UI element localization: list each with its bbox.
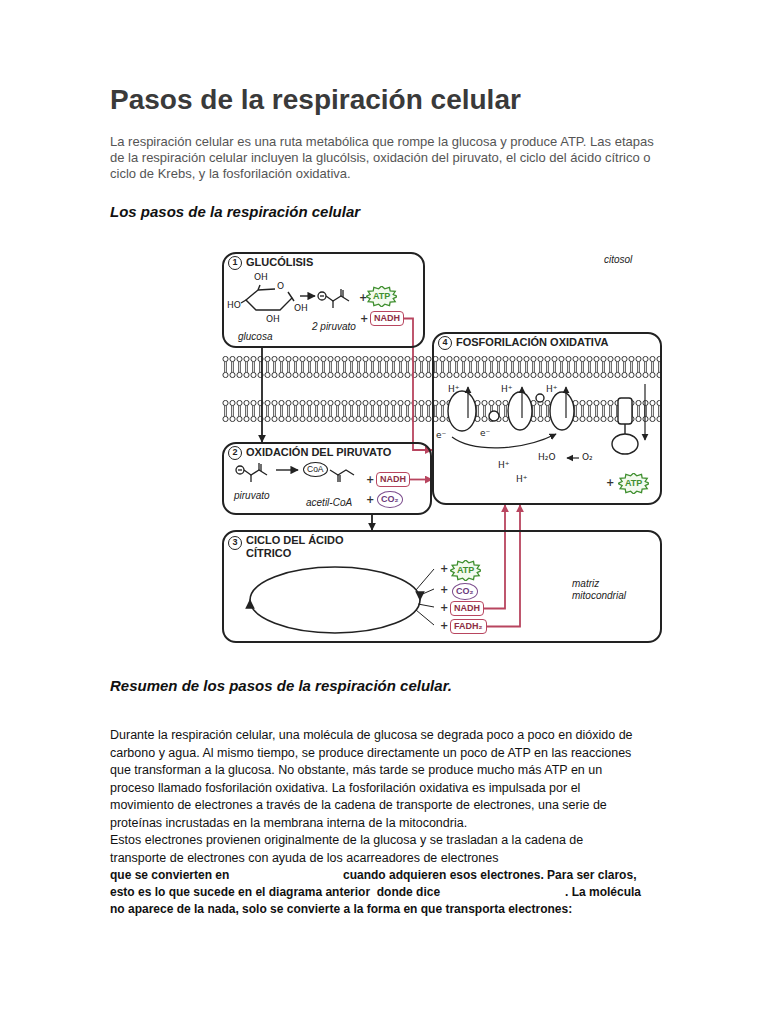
molecule-label: e⁻ <box>480 428 490 439</box>
atp-star: ATP <box>366 286 397 307</box>
callout-number: 2 <box>228 446 242 460</box>
region-label: citosol <box>604 254 632 266</box>
nadh-carrier: NADH <box>370 311 404 326</box>
callout-number: 1 <box>228 256 242 270</box>
callout-number: 3 <box>228 536 242 550</box>
plus-sign: + <box>440 602 448 613</box>
reaction-arrow <box>300 295 315 296</box>
carrier-label: ATP <box>373 291 390 302</box>
atom-label: O <box>277 281 284 292</box>
body-paragraph: Durante la respiración celular, una molé… <box>110 727 635 832</box>
co2-circle: CO₂ <box>377 491 403 508</box>
molecule-label: e⁻ <box>436 430 446 441</box>
electron-transport-chain <box>448 391 574 431</box>
nadh-flow-arrow <box>484 505 505 609</box>
plus-sign: + <box>440 620 448 631</box>
molecule-label: H⁺ <box>501 384 513 395</box>
body-line: que se convierten en <box>110 867 229 884</box>
intro-paragraph: La respiración celular es una ruta metab… <box>110 134 670 182</box>
section-heading: Los pasos de la respiración celular <box>110 203 360 220</box>
carrier-label: NADH <box>454 603 480 614</box>
atp-star: ATP <box>450 560 481 581</box>
nadh-carrier: NADH <box>450 601 484 616</box>
atom-label: OH <box>254 272 268 283</box>
acetyl-coa-molecule <box>330 470 354 482</box>
molecule-label: acetil-CoA <box>306 497 352 509</box>
molecule-label: H⁺ <box>546 384 558 395</box>
nadh-carrier: NADH <box>376 472 410 487</box>
stage-box: 3 CICLO DEL ÁCIDO CÍTRICO ATP CO₂ NADH FADH₂ <box>222 530 662 643</box>
plus-sign: + <box>359 292 367 303</box>
atom-label: OH <box>294 303 308 314</box>
body-line: esto es lo que sucede en el diagrama ant… <box>110 884 440 901</box>
citric-acid-cycle <box>250 567 434 633</box>
atom-label: OH <box>266 314 280 325</box>
stage-box: 4 FOSFORILACIÓN OXIDATIVA H⁺ H⁺ H⁺ e⁻ e⁻ H⁺ H⁺ H₂… <box>432 332 662 505</box>
carrier-label: FADH₂ <box>454 621 483 632</box>
atp-star: ATP <box>618 473 649 494</box>
molecule-label: H₂O <box>538 452 555 463</box>
stage-box: 2 OXIDACIÓN DEL PIRUVATO piruvato acetil-Co… <box>222 442 432 515</box>
molecule-label: 2 piruvato <box>312 321 356 333</box>
region-label: matriz mitocondrial <box>572 578 652 602</box>
nadh-flow-arrow <box>487 505 521 627</box>
plus-sign: + <box>360 313 368 324</box>
co2-circle: CO₂ <box>452 583 478 600</box>
inner-membrane <box>222 400 662 422</box>
flow-arrow <box>261 348 263 442</box>
stage-heading: OXIDACIÓN DEL PIRUVATO <box>246 446 391 459</box>
molecule-label: H⁺ <box>498 460 510 471</box>
page-title: Pasos de la respiración celular <box>110 84 521 116</box>
body-paragraph: Estos electrones provienen originalmente… <box>110 832 635 867</box>
fadh2-carrier: FADH₂ <box>450 619 487 634</box>
plus-sign: + <box>440 584 448 595</box>
nadh-flow-arrow <box>410 479 432 481</box>
molecule-label: glucosa <box>238 331 272 343</box>
molecule-label: O₂ <box>582 452 593 463</box>
outer-membrane <box>222 356 662 378</box>
flow-arrow <box>371 515 373 530</box>
nadh-flow-arrow <box>404 319 432 451</box>
body-line: cuando adquieren esos electrones. Para s… <box>343 867 636 884</box>
molecule-label: H⁺ <box>448 384 460 395</box>
glucose-molecule <box>241 285 294 310</box>
body-line: no aparece de la nada, solo se convierte… <box>110 901 572 918</box>
carrier-label: ATP <box>457 565 474 576</box>
plus-sign: + <box>440 563 448 574</box>
molecule-label: piruvato <box>234 490 270 502</box>
pyruvate-molecule <box>236 463 267 482</box>
carrier-label: CO₂ <box>381 494 399 505</box>
carrier-label: ATP <box>625 478 642 489</box>
section-heading: Resumen de los pasos de la respiración c… <box>110 677 452 694</box>
pyruvate-molecule <box>318 289 349 308</box>
carrier-label: CO₂ <box>456 586 474 597</box>
atom-label: HO <box>227 300 241 311</box>
body-line: . La molécula <box>565 884 641 901</box>
carrier-label: NADH <box>374 313 400 324</box>
molecule-label: CoA <box>303 462 328 477</box>
stage-heading: FOSFORILACIÓN OXIDATIVA <box>456 336 608 349</box>
atp-synthase <box>612 398 638 454</box>
plus-sign: + <box>366 474 374 485</box>
stage-box: 1 GLUCÓLISIS glucosa 2 piruvato ATP NADH <box>222 252 425 348</box>
reaction-arrow <box>276 469 298 470</box>
callout-number: 4 <box>438 336 452 350</box>
molecule-label: H⁺ <box>516 474 528 485</box>
proton-arrows <box>452 384 645 458</box>
plus-sign: + <box>366 494 374 505</box>
carrier-label: NADH <box>380 474 406 485</box>
stage-heading: GLUCÓLISIS <box>246 256 313 269</box>
plus-sign: + <box>606 477 614 488</box>
stage-heading: CICLO DEL ÁCIDO CÍTRICO <box>246 534 354 560</box>
